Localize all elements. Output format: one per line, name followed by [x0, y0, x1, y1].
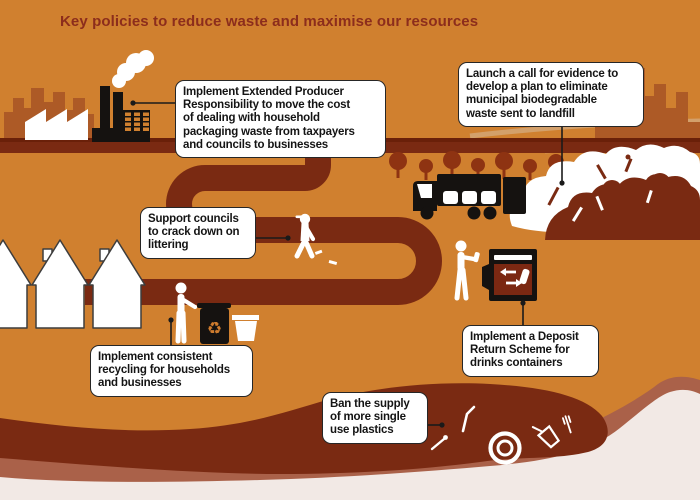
- deposit-arrows-icon: [500, 268, 530, 287]
- soil-layers: [0, 376, 700, 500]
- plastic-litter-icons: [430, 405, 572, 465]
- connector-producer: [130, 100, 175, 106]
- connector-recycling: [168, 317, 174, 346]
- cup-icon: [531, 424, 561, 449]
- litter-scraps-icon: [314, 249, 338, 265]
- recycling-box-icon: [232, 315, 259, 341]
- callout-single-use-plastics: Ban the supply of more single use plasti…: [322, 392, 428, 444]
- connector-deposit: [520, 300, 526, 326]
- recycling-person-icon: [175, 282, 198, 344]
- callout-recycling: Implement consistent recycling for house…: [90, 345, 253, 397]
- connector-landfill: [559, 126, 565, 186]
- connector-littering: [256, 235, 291, 241]
- truck-icon: [413, 174, 526, 220]
- straw-icon: [461, 405, 476, 433]
- factory-windows: [125, 112, 149, 131]
- fork-icon: [562, 415, 572, 434]
- smoke-icon: [112, 50, 154, 88]
- factory-icon: [25, 50, 154, 142]
- deposit-machine-icon: [482, 249, 537, 301]
- recycle-symbol-icon: ♻: [207, 319, 222, 339]
- recycling-bin-icon: ♻: [197, 303, 231, 344]
- callout-littering: Support councils to crack down on litter…: [140, 207, 256, 259]
- cotton-bud-icon: [430, 435, 448, 451]
- houses: [0, 239, 146, 329]
- landfill-pile: [509, 144, 700, 240]
- littering-person-icon: [294, 213, 338, 265]
- cup-lid-icon: [488, 431, 522, 465]
- connector-plastics: [428, 422, 445, 428]
- deposit-person-icon: [454, 240, 480, 301]
- callout-landfill-evidence: Launch a call for evidence to develop a …: [458, 62, 644, 127]
- callout-deposit-return: Implement a Deposit Return Scheme for dr…: [462, 325, 599, 377]
- callout-producer-responsibility: Implement Extended Producer Responsibili…: [175, 80, 386, 159]
- connector-lines: [130, 100, 565, 428]
- page-title: Key policies to reduce waste and maximis…: [60, 13, 479, 30]
